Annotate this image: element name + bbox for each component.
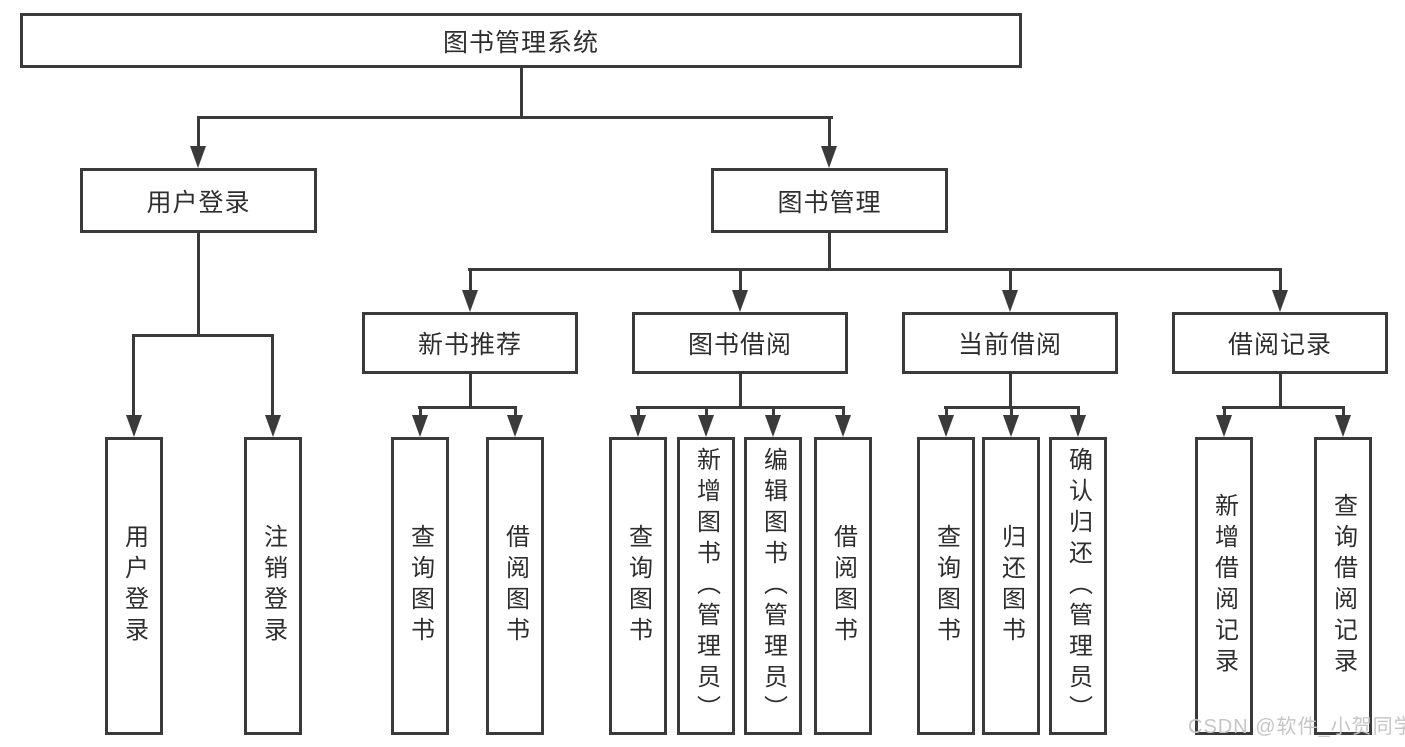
leaf-borrow-books-borrowing: 借阅图书 bbox=[814, 437, 872, 735]
node-borrowing-records: 借阅记录 bbox=[1172, 312, 1388, 374]
leaf-user-login: 用户登录 bbox=[105, 437, 163, 735]
connector-line bbox=[772, 406, 775, 418]
connector-line bbox=[197, 116, 200, 148]
connector-line bbox=[418, 406, 517, 409]
leaf-query-books-recommend: 查询图书 bbox=[391, 437, 449, 735]
leaf-edit-books-admin: 编辑图书（管理员） bbox=[744, 437, 802, 735]
connector-line bbox=[197, 116, 833, 119]
leaf-logout: 注销登录 bbox=[244, 437, 302, 735]
connector-line bbox=[419, 406, 422, 418]
connector-line bbox=[514, 406, 517, 418]
leaf-query-borrow-record: 查询借阅记录 bbox=[1314, 437, 1372, 735]
arrowhead-down-icon bbox=[1002, 290, 1018, 312]
arrowhead-down-icon bbox=[265, 415, 281, 437]
connector-line bbox=[1279, 268, 1282, 292]
connector-line bbox=[636, 406, 845, 409]
leaf-confirm-return-admin: 确认归还（管理员） bbox=[1049, 437, 1107, 735]
node-book-management: 图书管理 bbox=[711, 168, 948, 233]
arrowhead-down-icon bbox=[190, 146, 206, 168]
connector-line bbox=[468, 268, 1282, 271]
node-user-login: 用户登录 bbox=[80, 168, 317, 233]
arrowhead-down-icon bbox=[126, 415, 142, 437]
arrowhead-down-icon bbox=[1070, 415, 1086, 437]
arrowhead-down-icon bbox=[1335, 415, 1351, 437]
arrowhead-down-icon bbox=[938, 415, 954, 437]
arrowhead-down-icon bbox=[1216, 415, 1232, 437]
connector-line bbox=[705, 406, 708, 418]
node-new-book-recommendation: 新书推荐 bbox=[362, 312, 578, 374]
connector-line bbox=[469, 374, 472, 409]
leaf-borrow-books-recommend: 借阅图书 bbox=[486, 437, 544, 735]
arrowhead-down-icon bbox=[765, 415, 781, 437]
connector-line bbox=[520, 68, 523, 118]
connector-line bbox=[132, 334, 135, 416]
leaf-return-books: 归还图书 bbox=[982, 437, 1040, 735]
connector-line bbox=[197, 233, 200, 336]
connector-line bbox=[637, 406, 640, 418]
connector-line bbox=[945, 406, 948, 418]
arrowhead-down-icon bbox=[698, 415, 714, 437]
arrowhead-down-icon bbox=[732, 290, 748, 312]
leaf-query-books-borrowing: 查询图书 bbox=[609, 437, 667, 735]
connector-line bbox=[1223, 406, 1226, 418]
connector-line bbox=[842, 406, 845, 418]
connector-line bbox=[828, 233, 831, 270]
leaf-query-books-current: 查询图书 bbox=[917, 437, 975, 735]
arrowhead-down-icon bbox=[835, 415, 851, 437]
arrowhead-down-icon bbox=[630, 415, 646, 437]
connector-line bbox=[1009, 268, 1012, 292]
csdn-watermark: CSDN @软件_小贺同学 bbox=[1188, 716, 1405, 738]
arrowhead-down-icon bbox=[1003, 415, 1019, 437]
leaf-add-borrow-record: 新增借阅记录 bbox=[1195, 437, 1253, 735]
connector-line bbox=[271, 334, 274, 416]
connector-line bbox=[1010, 406, 1013, 418]
connector-line bbox=[1222, 406, 1345, 409]
connector-line bbox=[469, 268, 472, 292]
connector-line bbox=[828, 116, 831, 148]
arrowhead-down-icon bbox=[821, 146, 837, 168]
connector-line bbox=[739, 268, 742, 292]
arrowhead-down-icon bbox=[462, 290, 478, 312]
connector-line bbox=[132, 334, 274, 337]
leaf-add-books-admin: 新增图书（管理员） bbox=[677, 437, 735, 735]
arrowhead-down-icon bbox=[1272, 290, 1288, 312]
node-root-library-system: 图书管理系统 bbox=[20, 13, 1022, 68]
node-current-borrowing: 当前借阅 bbox=[902, 312, 1118, 374]
connector-line bbox=[1279, 374, 1282, 409]
node-book-borrowing: 图书借阅 bbox=[632, 312, 848, 374]
connector-line bbox=[1077, 406, 1080, 418]
arrowhead-down-icon bbox=[412, 415, 428, 437]
connector-line bbox=[1342, 406, 1345, 418]
arrowhead-down-icon bbox=[507, 415, 523, 437]
connector-line bbox=[739, 374, 742, 409]
connector-line bbox=[1009, 374, 1012, 409]
